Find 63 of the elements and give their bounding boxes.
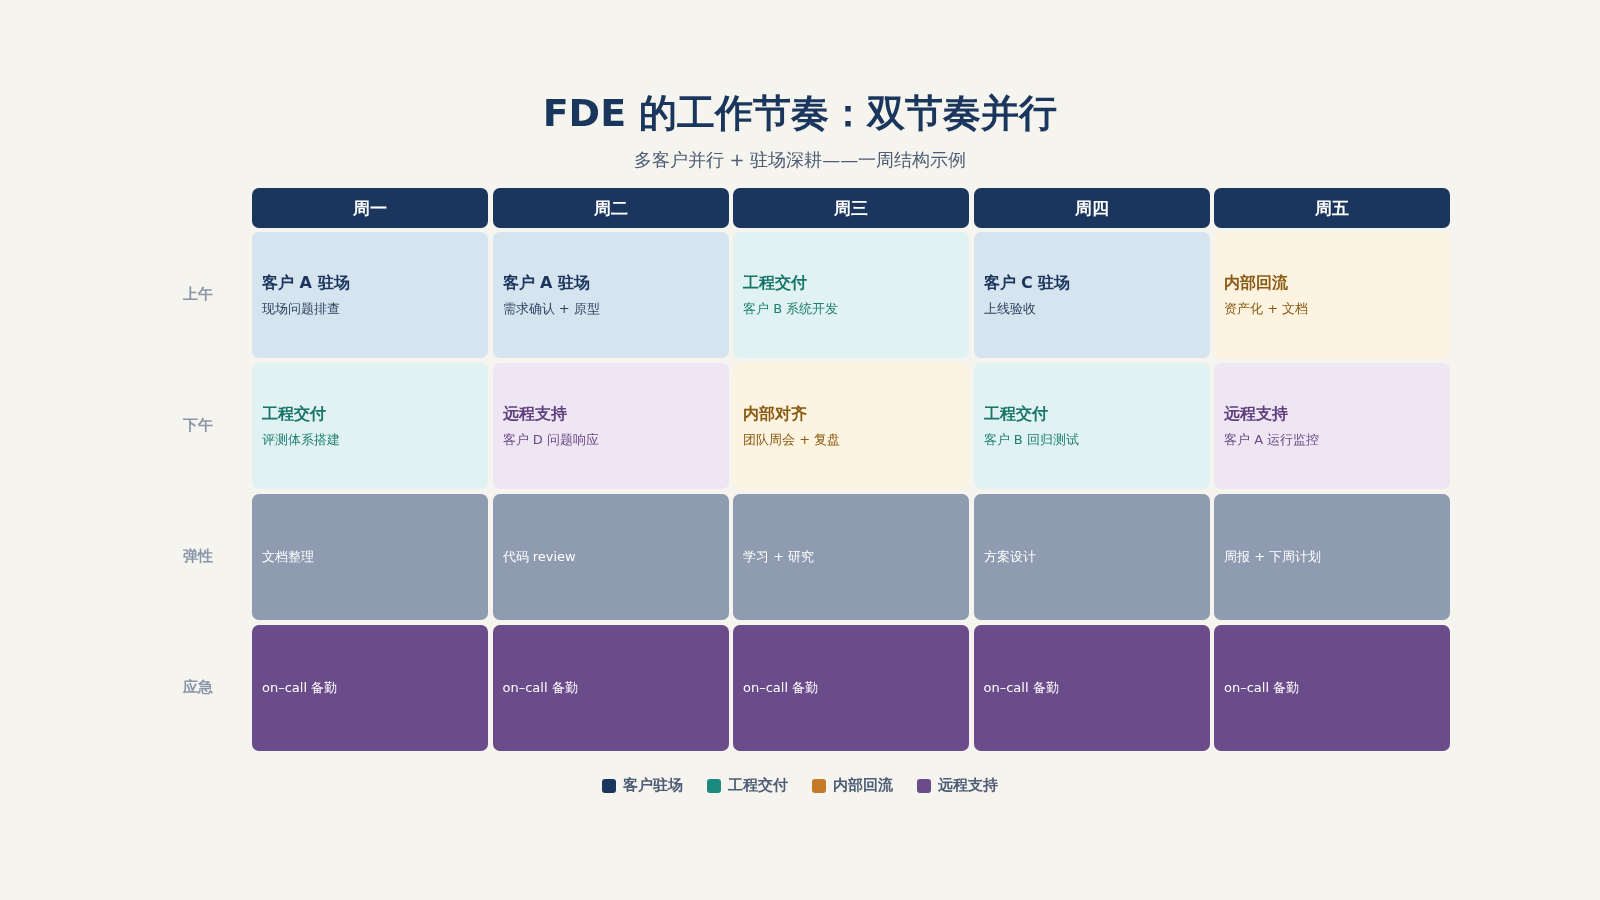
day-header bbox=[252, 188, 488, 228]
card-text: 团队周会 + 复盘 bbox=[743, 430, 842, 449]
legend-label: 工程交付 bbox=[728, 776, 788, 795]
schedule-card bbox=[492, 494, 729, 620]
schedule-card bbox=[973, 494, 1210, 620]
card-text: 文档整理 bbox=[262, 548, 315, 566]
schedule-card bbox=[252, 625, 488, 751]
card-text: on–call 备勤 bbox=[1224, 679, 1301, 697]
card-title: 工程交付 bbox=[983, 403, 1049, 425]
card-title: 客户 A 驻场 bbox=[502, 272, 592, 294]
schedule-card bbox=[733, 625, 969, 751]
day-header bbox=[1214, 188, 1450, 228]
day-label: 周四 bbox=[1074, 196, 1109, 220]
schedule-card bbox=[1214, 625, 1450, 751]
card-title: 客户 A 驻场 bbox=[262, 272, 351, 294]
card-text: 客户 B 系统开发 bbox=[743, 299, 840, 318]
card-text: 方案设计 bbox=[983, 548, 1037, 566]
card-text: 学习 + 研究 bbox=[743, 548, 816, 566]
subtitle: 多客户并行 + 驻场深耕——一周结构示例 bbox=[632, 148, 968, 172]
card-title: 客户 C 驻场 bbox=[983, 272, 1072, 294]
card-text: 周报 + 下周计划 bbox=[1224, 548, 1323, 566]
legend-label: 远程支持 bbox=[938, 776, 998, 795]
day-header bbox=[733, 188, 969, 228]
card-title: 远程支持 bbox=[1224, 403, 1289, 425]
schedule-card bbox=[492, 232, 729, 358]
legend-label: 客户驻场 bbox=[623, 776, 683, 795]
card-text: 资产化 + 文档 bbox=[1224, 299, 1310, 318]
card-text: 需求确认 + 原型 bbox=[502, 299, 601, 318]
schedule-card bbox=[492, 625, 729, 751]
schedule-card bbox=[252, 232, 488, 358]
card-title: 工程交付 bbox=[743, 272, 808, 294]
card-text: 代码 review bbox=[502, 548, 577, 566]
day-label: 周五 bbox=[1315, 196, 1349, 220]
title: FDE 的工作节奏：双节奏并行 bbox=[541, 90, 1059, 137]
card-text: 现场问题排查 bbox=[262, 299, 341, 318]
schedule-card bbox=[973, 232, 1210, 358]
card-text: on–call 备勤 bbox=[262, 679, 339, 697]
schedule-card bbox=[252, 494, 488, 620]
day-header bbox=[492, 188, 729, 228]
card-text: 客户 A 运行监控 bbox=[1224, 430, 1321, 449]
day-label: 周一 bbox=[353, 196, 387, 220]
card-title: 内部回流 bbox=[1224, 272, 1289, 294]
schedule-card bbox=[733, 494, 969, 620]
schedule-card bbox=[1214, 494, 1450, 620]
day-label: 周二 bbox=[593, 196, 628, 220]
card-title: 内部对齐 bbox=[743, 403, 808, 425]
card-text: on–call 备勤 bbox=[983, 679, 1060, 697]
card-text: 上线验收 bbox=[983, 299, 1037, 318]
card-text: on–call 备勤 bbox=[502, 679, 579, 697]
card-text: 客户 B 回归测试 bbox=[983, 430, 1080, 449]
card-text: on–call 备勤 bbox=[743, 679, 820, 697]
card-title: 工程交付 bbox=[262, 403, 327, 425]
row-label: 应急 bbox=[182, 678, 214, 697]
day-header bbox=[973, 188, 1210, 228]
row-label: 弹性 bbox=[182, 547, 214, 566]
day-label: 周三 bbox=[834, 196, 868, 220]
card-text: 客户 D 问题响应 bbox=[502, 430, 600, 449]
schedule-card bbox=[973, 625, 1210, 751]
card-title: 远程支持 bbox=[502, 403, 568, 425]
row-label: 上午 bbox=[182, 285, 214, 304]
row-label: 下午 bbox=[182, 416, 214, 435]
legend-label: 内部回流 bbox=[833, 776, 893, 795]
card-text: 评测体系搭建 bbox=[262, 430, 341, 449]
